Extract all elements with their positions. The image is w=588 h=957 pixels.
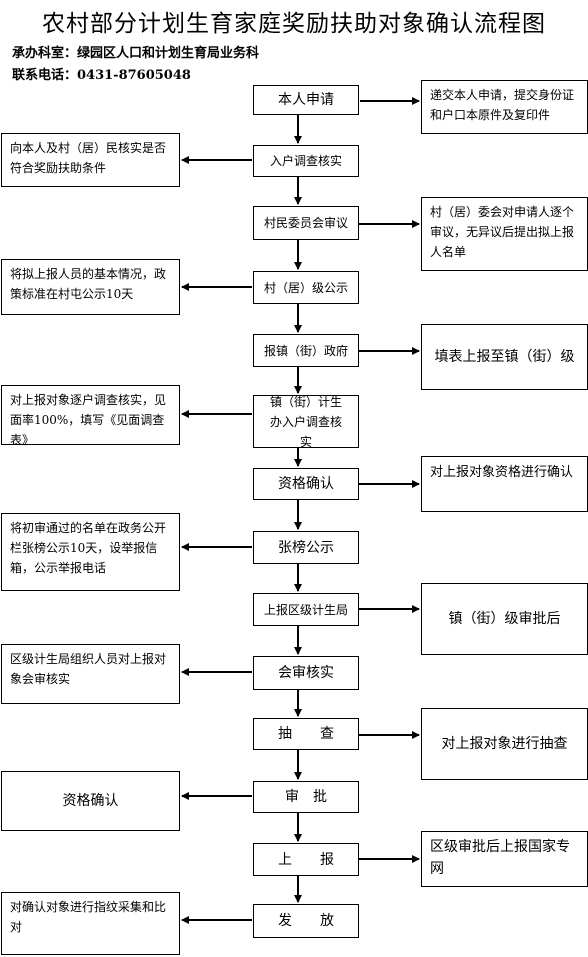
note-fingerprint: 对确认对象进行指纹采集和比对 (1, 892, 180, 955)
note-report-national: 区级审批后上报国家专网 (421, 831, 588, 887)
note-village-publicity: 将拟上报人员的基本情况，政策标准在村屯公示10天 (1, 259, 180, 315)
note-fill-form-town: 填表上报至镇（街）级 (421, 324, 588, 390)
page-title: 农村部分计划生育家庭奖励扶助对象确认流程图 (42, 11, 546, 37)
note-household-survey: 对上报对象逐户调查核实，见面率100%，填写《见面调查表》 (1, 385, 180, 447)
step-spot-check: 抽 查 (253, 718, 359, 750)
step-joint-review: 会审核实 (253, 656, 359, 690)
step-approval: 审 批 (253, 781, 359, 813)
step-village-publicity: 村（居）级公示 (253, 271, 359, 304)
note-committee-review: 村（居）委会对申请人逐个审议，无异议后提出拟上报人名单 (421, 197, 588, 271)
note-confirm-qualification: 对上报对象资格进行确认 (421, 456, 588, 512)
note-public-notice: 将初审通过的名单在政务公开栏张榜公示10天，设举报信箱，公示举报电话 (1, 513, 180, 591)
note-spot-check: 对上报对象进行抽查 (421, 708, 588, 780)
step-town-investigation: 镇（街）计生办入户调查核实 (253, 395, 359, 449)
note-verify-conditions: 向本人及村（居）民核实是否符合奖励扶助条件 (1, 133, 180, 187)
note-town-approval: 镇（街）级审批后 (421, 583, 588, 655)
note-district-review: 区级计生局组织人员对上报对象会审核实 (1, 644, 180, 704)
step-home-investigation: 入户调查核实 (253, 145, 359, 177)
step-report-district: 上报区级计生局 (253, 593, 359, 626)
step-submit: 上 报 (253, 843, 359, 876)
step-public-notice: 张榜公示 (253, 531, 359, 564)
step-report-town-government: 报镇（街）政府 (253, 334, 359, 367)
step-distribute: 发 放 (253, 904, 359, 938)
phone-line: 联系电话：0431-87605048 (12, 68, 191, 83)
department-line: 承办科室：绿园区人口和计划生育局业务科 (12, 46, 260, 61)
note-submit-documents: 递交本人申请，提交身份证和户口本原件及复印件 (421, 80, 588, 134)
step-village-committee-review: 村民委员会审议 (253, 206, 359, 240)
step-apply: 本人申请 (253, 85, 359, 115)
note-qualification-confirm: 资格确认 (1, 771, 180, 831)
step-qualification-confirm: 资格确认 (253, 468, 359, 500)
